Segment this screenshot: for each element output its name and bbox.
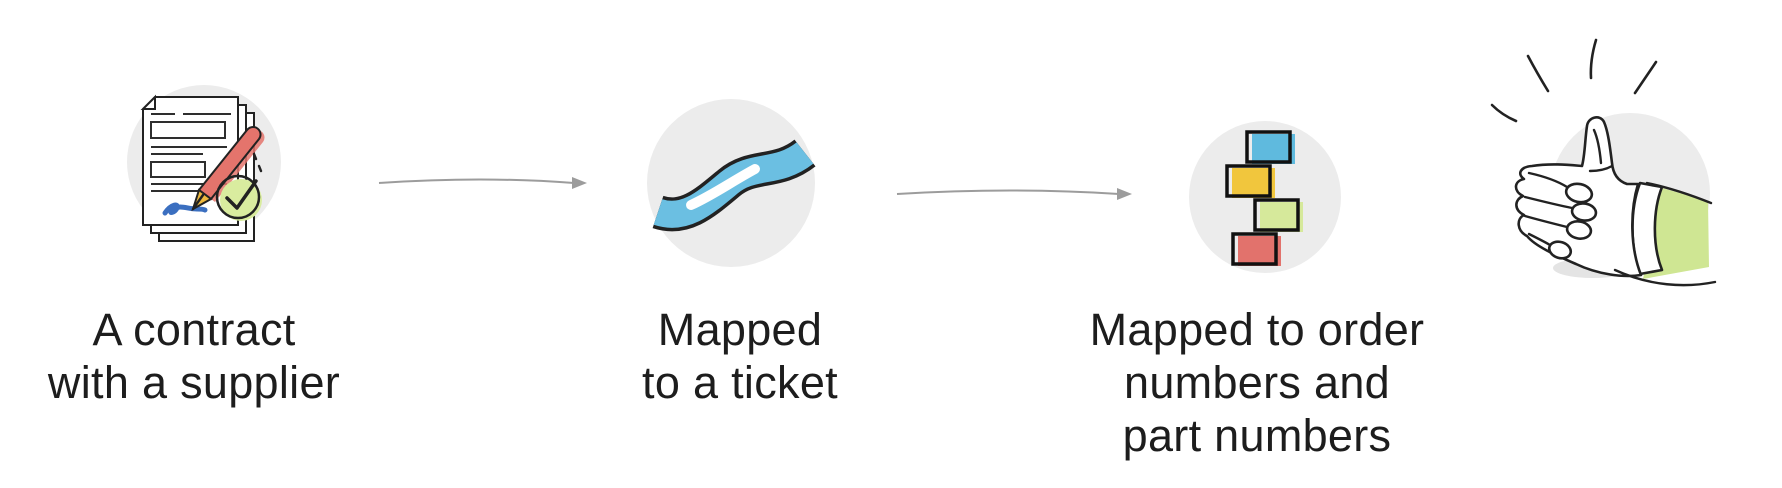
label-line: part numbers [1122,410,1392,461]
check-badge [215,174,262,221]
step-label-ticket: Mapped to a ticket [642,303,838,409]
step-label-order-numbers: Mapped to order numbers and part numbers [1090,303,1425,462]
colored-blocks-icon [1189,121,1341,273]
block-red [1231,232,1281,266]
ribbon [652,139,816,232]
label-line: to a ticket [642,357,838,408]
contract-signed-icon [127,85,281,242]
signature-scribble [162,202,208,216]
sleeve-bottom-line [1613,268,1717,287]
arrow-right-icon [378,177,587,189]
label-line: with a supplier [47,357,341,408]
ticket-ribbon-icon [647,99,816,267]
label-line: Mapped to order [1089,304,1425,355]
hand [1514,116,1643,278]
pen [191,126,265,212]
block-yellow [1225,164,1275,198]
block-blue [1245,130,1295,164]
label-line: Mapped [657,304,823,355]
step-label-contract: A contract with a supplier [48,303,340,409]
arrow-right-icon [896,188,1132,200]
thumbs-up-icon [1490,38,1717,287]
label-line: A contract [92,304,296,355]
burst-lines [1490,38,1658,123]
block-green [1253,198,1303,232]
label-line: numbers and [1124,357,1390,408]
